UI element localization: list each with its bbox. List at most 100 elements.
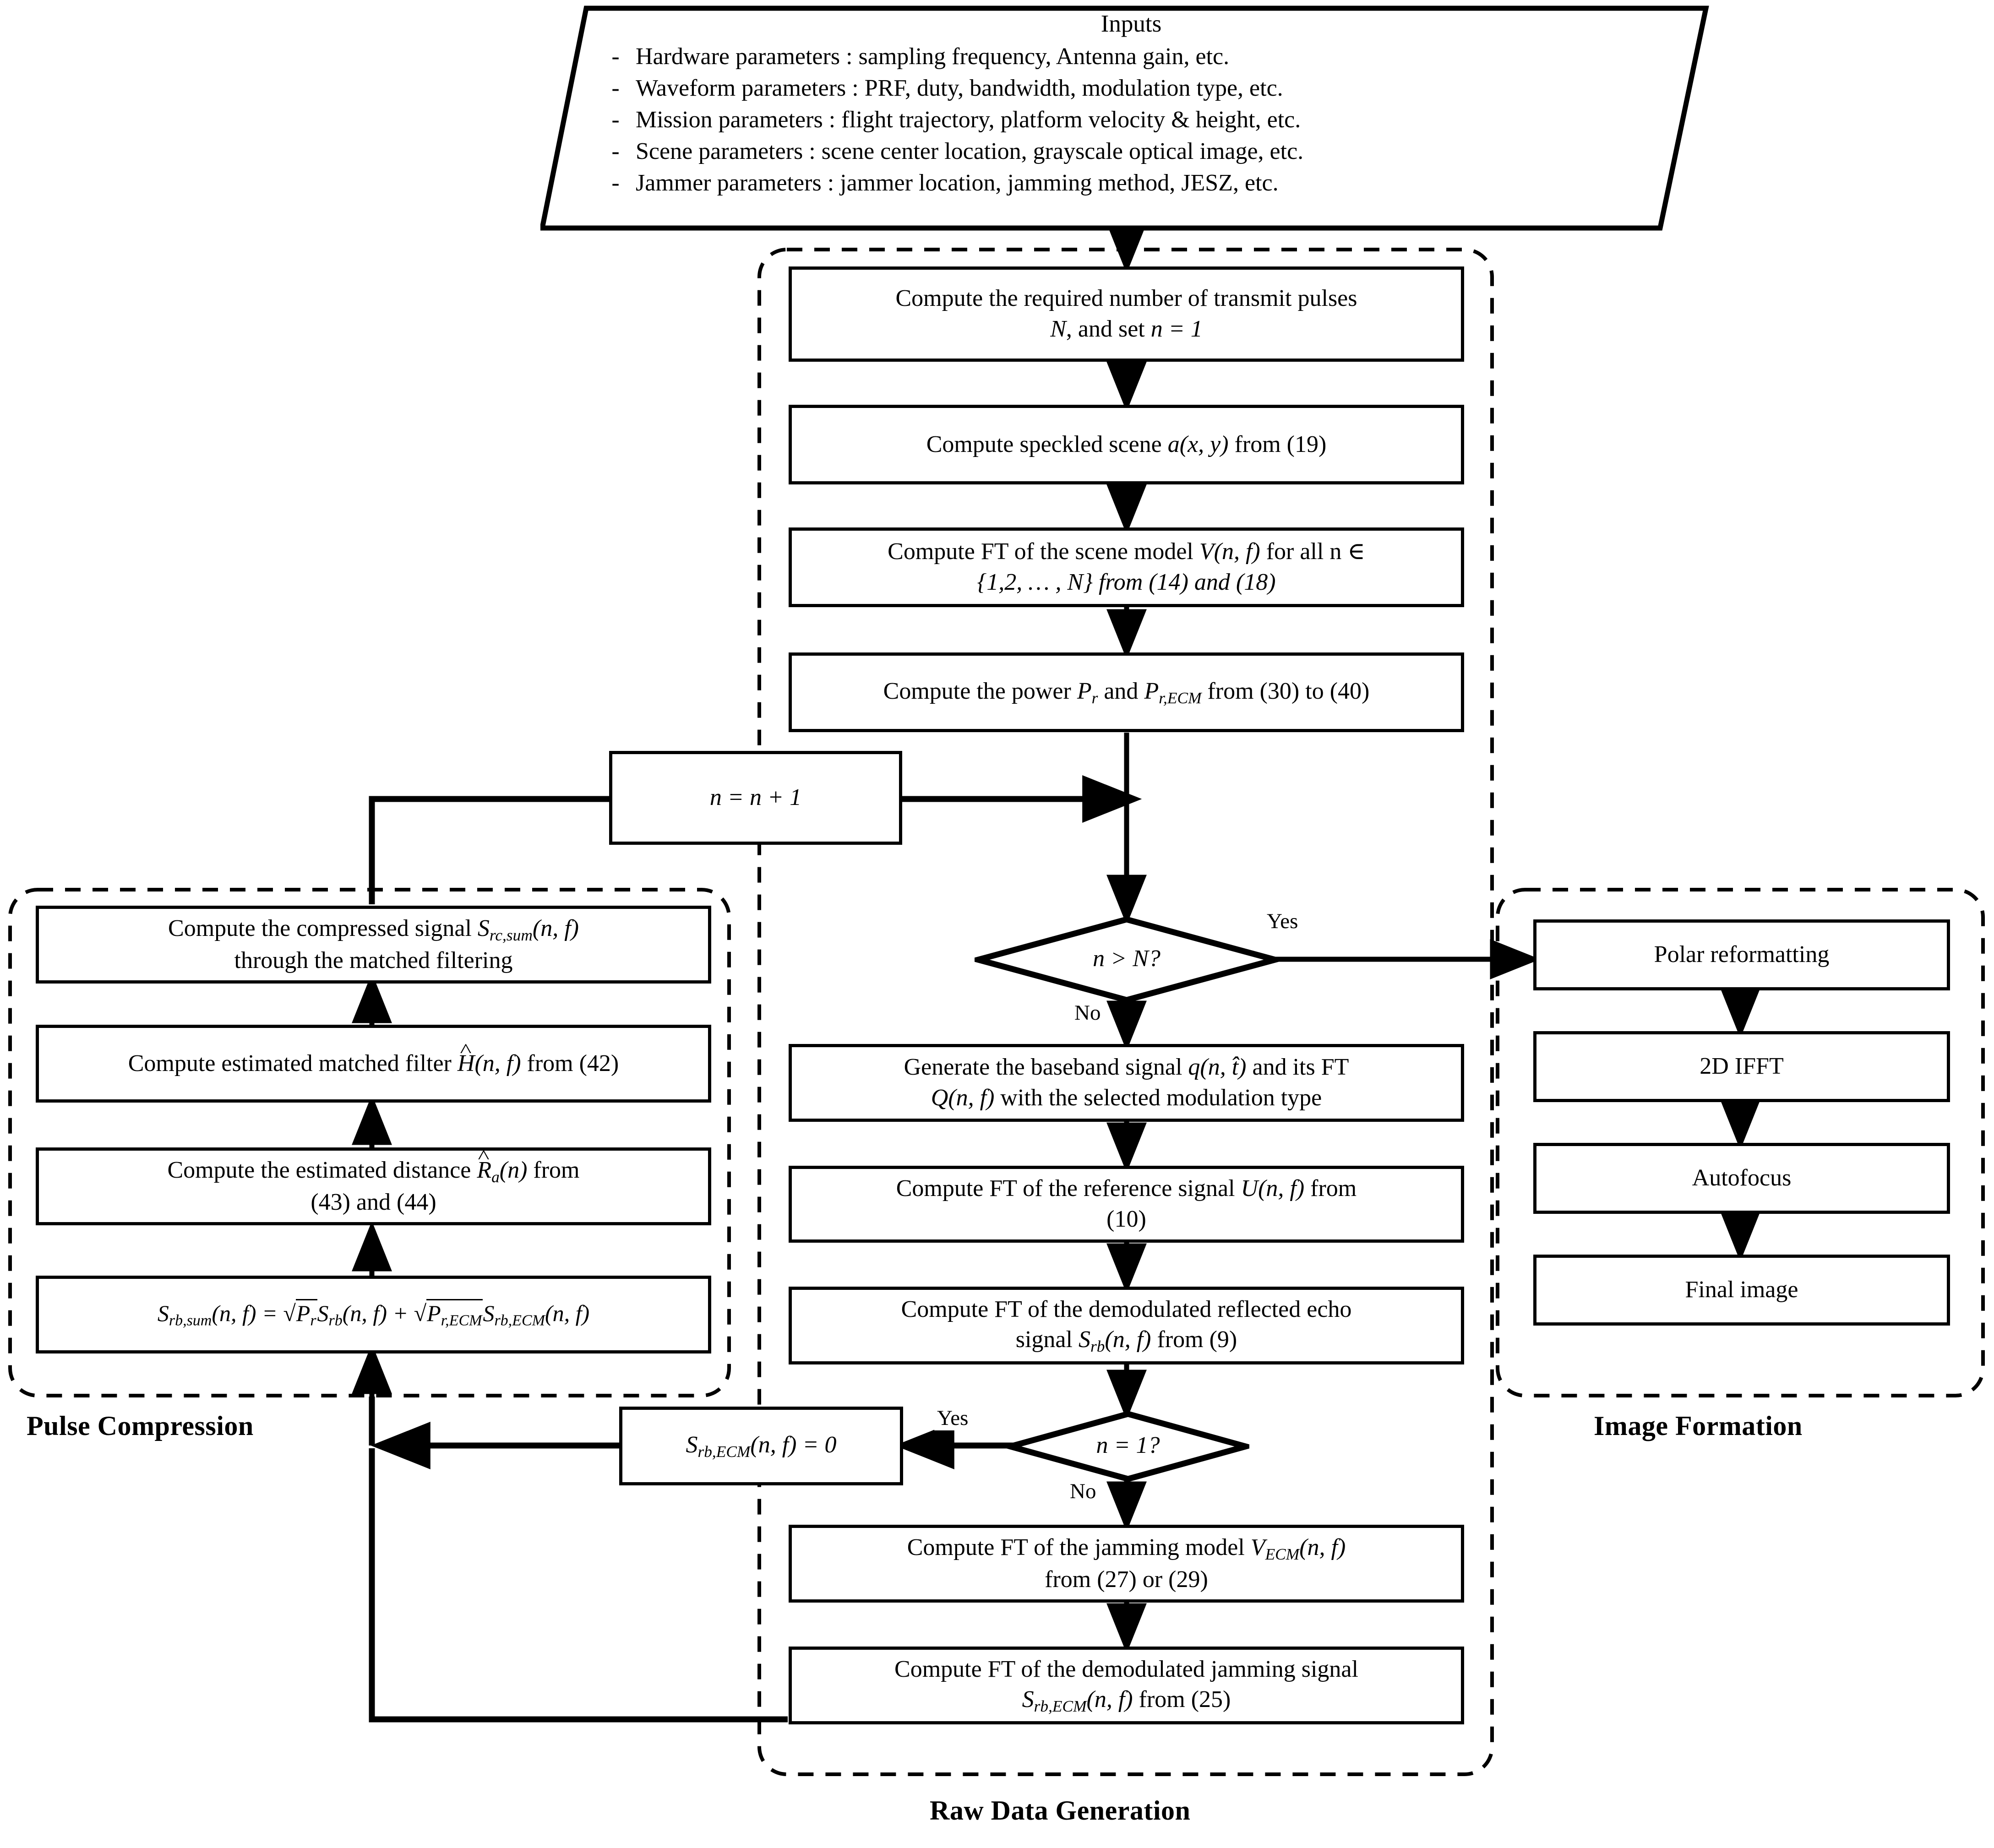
matchedfilter-sym: H	[458, 1049, 475, 1079]
decision-n-eq-1-label: n = 1?	[1007, 1432, 1249, 1459]
reference-pre: Compute FT of the reference signal	[896, 1175, 1241, 1202]
compressed-line2: through the matched filtering	[234, 947, 513, 973]
jamsignal-line1: Compute FT of the demodulated jamming si…	[894, 1656, 1358, 1682]
step-pulses-eq: n = 1	[1150, 316, 1203, 342]
list-item: -Waveform parameters : PRF, duty, bandwi…	[595, 75, 1667, 102]
autofocus-label: Autofocus	[1692, 1165, 1792, 1191]
jammodel-line2: from (27) or (29)	[1045, 1566, 1208, 1593]
srbsum-r1-rad: P	[296, 1300, 311, 1326]
srbsum-r2-args: (n, f)	[545, 1300, 590, 1326]
srbsum-r2-sym: S	[483, 1300, 495, 1326]
inputs-item-4: Jammer parameters : jammer location, jam…	[636, 170, 1279, 196]
compressed-pre: Compute the compressed signal	[168, 915, 478, 941]
step-compute-ft-scene-model[interactable]: Compute FT of the scene model V(n, f) fo…	[789, 527, 1464, 607]
final-image-label: Final image	[1685, 1277, 1798, 1303]
ftscene-sym: V(n, f)	[1199, 538, 1260, 565]
step-compute-ft-demodulated-echo[interactable]: Compute FT of the demodulated reflected …	[789, 1287, 1464, 1364]
increment-label: n = n + 1	[709, 784, 802, 811]
distance-args: (n)	[499, 1157, 528, 1183]
decision-n-gt-N-label: n > N?	[975, 945, 1279, 972]
edge-jam-signal-return-to-pulse-compression	[369, 1448, 788, 1723]
ftscene-pre: Compute FT of the scene model	[888, 538, 1199, 565]
inputs-list: -Hardware parameters : sampling frequenc…	[595, 43, 1667, 196]
inputs-item-2: Mission parameters : flight trajectory, …	[636, 107, 1301, 133]
step-increment-n[interactable]: n = n + 1	[609, 751, 902, 845]
echo-post: from (9)	[1151, 1326, 1237, 1353]
step-compute-estimated-matched-filter[interactable]: Compute estimated matched filter H(n, f)…	[36, 1025, 711, 1103]
step-compute-ft-demodulated-jamming-signal[interactable]: Compute FT of the demodulated jamming si…	[789, 1647, 1464, 1724]
power-pre: Compute the power	[883, 678, 1077, 704]
zero-sub: rb,ECM	[697, 1442, 751, 1461]
step-compute-ft-jamming-model[interactable]: Compute FT of the jamming model VECM(n, …	[789, 1525, 1464, 1603]
srbsum-r2-rad: P	[427, 1300, 441, 1326]
step-2d-ifft[interactable]: 2D IFFT	[1533, 1031, 1950, 1102]
baseband-l2post: with the selected modulation type	[994, 1085, 1322, 1111]
step-compute-estimated-distance[interactable]: Compute the estimated distance Ra(n) fro…	[36, 1147, 711, 1225]
baseband-pre: Generate the baseband signal	[904, 1054, 1188, 1081]
step-pulses-N: N	[1050, 316, 1066, 342]
distance-post: from	[527, 1157, 580, 1183]
srbsum-lhs-sym: S	[157, 1300, 169, 1326]
compressed-args: (n, f)	[532, 915, 579, 941]
step-final-image[interactable]: Final image	[1533, 1255, 1950, 1326]
jammodel-pre: Compute FT of the jamming model	[907, 1534, 1251, 1560]
step-compute-power[interactable]: Compute the power Pr and Pr,ECM from (30…	[789, 652, 1464, 732]
power-sym2: P	[1144, 678, 1159, 704]
bullet-dash: -	[611, 170, 620, 196]
decision2-yes-label: Yes	[934, 1406, 971, 1430]
bullet-dash: -	[611, 138, 620, 164]
inputs-item-0: Hardware parameters : sampling frequency…	[636, 43, 1230, 70]
matchedfilter-post: from (42)	[521, 1050, 619, 1076]
echo-args: (n, f)	[1105, 1326, 1151, 1353]
jamsignal-args: (n, f)	[1086, 1686, 1133, 1713]
bullet-dash: -	[611, 107, 620, 133]
decision2-text: n = 1?	[1096, 1432, 1160, 1458]
list-item: -Jammer parameters : jammer location, ja…	[595, 169, 1667, 196]
jammodel-sym: V	[1250, 1534, 1265, 1560]
list-item: -Scene parameters : scene center locatio…	[595, 138, 1667, 165]
srbsum-lhs-sub: rb,sum	[169, 1312, 212, 1329]
decision2-no-label: No	[1067, 1479, 1099, 1504]
step-compute-compressed-signal[interactable]: Compute the compressed signal Src,sum(n,…	[36, 906, 711, 984]
polar-label: Polar reformatting	[1654, 941, 1830, 968]
step-autofocus[interactable]: Autofocus	[1533, 1143, 1950, 1214]
srbsum-r2-sub: r,ECM	[441, 1312, 482, 1329]
matchedfilter-pre: Compute estimated matched filter	[128, 1050, 458, 1076]
list-item: -Mission parameters : flight trajectory,…	[595, 106, 1667, 133]
inputs-title: Inputs	[1101, 11, 1162, 37]
power-post: from (30) to (40)	[1201, 678, 1370, 704]
step-polar-reformatting[interactable]: Polar reformatting	[1533, 919, 1950, 990]
step-compute-speckled-scene[interactable]: Compute speckled scene a(x, y) from (19)	[789, 405, 1464, 484]
step-compute-ft-reference-signal[interactable]: Compute FT of the reference signal U(n, …	[789, 1166, 1464, 1243]
srbsum-r1-rad-group: Pr	[295, 1299, 317, 1329]
step-sum-baseband-signals[interactable]: Srb,sum(n, f) = √PrSrb(n, f) + √Pr,ECMSr…	[36, 1276, 711, 1353]
ftscene-post: for all n ∈	[1260, 538, 1365, 565]
distance-line2: (43) and (44)	[311, 1189, 436, 1215]
jammodel-args: (n, f)	[1299, 1534, 1346, 1560]
compressed-sym: S	[477, 915, 490, 941]
power-sub2: r,ECM	[1159, 688, 1202, 707]
jamsignal-sub: rb,ECM	[1034, 1697, 1087, 1716]
step-generate-baseband-signal[interactable]: Generate the baseband signal q(n, t̂) an…	[789, 1044, 1464, 1122]
power-mid: and	[1098, 678, 1144, 704]
bullet-dash: -	[611, 75, 620, 101]
step-compute-transmit-pulses[interactable]: Compute the required number of transmit …	[789, 266, 1464, 362]
decision-n-eq-1-shape[interactable]	[1007, 1410, 1249, 1483]
srbsum-r1-ssub: rb	[328, 1312, 343, 1329]
step-set-jamming-signal-zero[interactable]: Srb,ECM(n, f) = 0	[619, 1407, 903, 1485]
inputs-block: Inputs -Hardware parameters : sampling f…	[595, 10, 1667, 201]
decision1-text: n > N?	[1093, 946, 1160, 972]
zero-post: (n, f) = 0	[750, 1431, 837, 1458]
baseband-Q: Q(n, f)	[931, 1085, 995, 1111]
inputs-item-3: Scene parameters : scene center location…	[636, 138, 1304, 164]
decision1-yes-label: Yes	[1264, 909, 1301, 934]
decision-n-gt-N-shape[interactable]	[975, 916, 1279, 1004]
srbsum-r1-sym: S	[317, 1300, 329, 1326]
power-sym1: P	[1077, 678, 1092, 704]
srbsum-r2-rad-group: Pr,ECM	[426, 1299, 483, 1329]
ftscene-line2: {1,2, … , N} from (14) and (18)	[977, 569, 1276, 595]
reference-line2: (10)	[1106, 1206, 1146, 1232]
speckle-sym: a(x, y)	[1167, 431, 1229, 457]
echo-sym: S	[1078, 1326, 1090, 1353]
region-title-raw-data-generation: Raw Data Generation	[930, 1795, 1191, 1826]
